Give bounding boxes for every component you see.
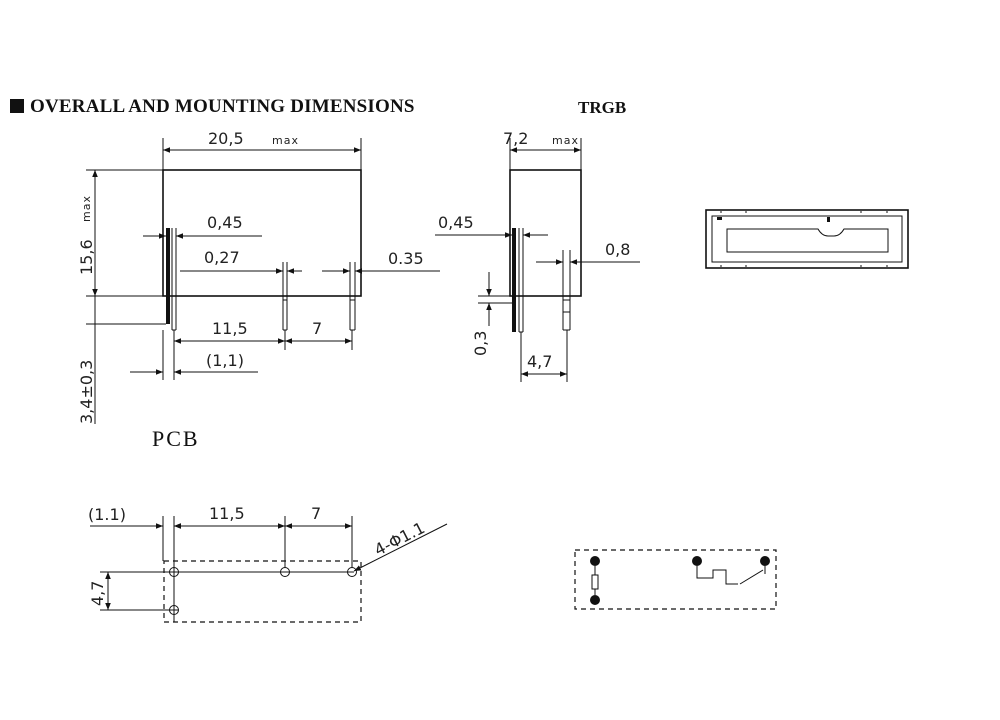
front-height-unit: max: [80, 195, 93, 222]
pcb-row-spacing: 4,7: [88, 581, 107, 606]
pcb-footprint-outline: [163, 560, 362, 623]
wiring-schematic: [574, 549, 777, 610]
front-pin-thickness-1: 0,45: [207, 213, 243, 232]
relay-top-outline: [705, 209, 909, 269]
model-label: TRGB: [578, 98, 627, 117]
side-pin-left: [512, 228, 516, 332]
schematic-outline: [574, 549, 777, 610]
relay-body-front: [162, 169, 362, 297]
switch-contact-icon: [739, 569, 764, 585]
front-pin-thickness-3: 0.35: [388, 249, 424, 268]
front-height-value: 15,6: [77, 239, 96, 275]
side-pin-width: 0,8: [605, 240, 630, 259]
bullet-square-icon: [10, 99, 24, 113]
contact-terminal-com: [692, 556, 702, 566]
side-width-value: 7,2: [503, 129, 528, 148]
front-pitch-1: 11,5: [212, 319, 248, 338]
section-title-text: OVERALL AND MOUNTING DIMENSIONS: [30, 96, 415, 117]
pcb-layout: (1.1) 11,5 7 4,7 4-Φ1.1: [88, 504, 448, 623]
front-pin-length: 3,4±0,3: [77, 360, 96, 424]
front-pitch-2: 7: [312, 319, 322, 338]
front-view: 20,5 max 15,6 max 3,4±0,3 0,45 0,27 0.35…: [77, 129, 440, 424]
front-offset: (1,1): [206, 351, 244, 370]
top-view: [705, 209, 909, 269]
coil-terminal-bottom: [590, 595, 600, 605]
side-pin-spacing: 4,7: [527, 352, 552, 371]
front-width-value: 20,5: [208, 129, 244, 148]
pcb-pitch-2: 7: [311, 504, 321, 523]
side-view: 7,2 max 0,45 0,8 0,3 4,7: [435, 129, 640, 382]
pcb-offset: (1.1): [88, 505, 126, 524]
front-pin-thickness-2: 0,27: [204, 248, 240, 267]
pcb-hole-spec: 4-Φ1.1: [371, 518, 428, 559]
side-standoff: 0,3: [471, 331, 490, 356]
coil-terminal-top: [590, 556, 600, 566]
front-width-unit: max: [272, 134, 299, 147]
pcb-pitch-1: 11,5: [209, 504, 245, 523]
pcb-label: PCB: [152, 426, 200, 451]
terminal-left: [166, 228, 170, 324]
side-pin-thickness: 0,45: [438, 213, 474, 232]
side-width-unit: max: [552, 134, 579, 147]
contact-terminal-no: [760, 556, 770, 566]
section-title: OVERALL AND MOUNTING DIMENSIONS: [10, 96, 415, 118]
coil-icon: [591, 574, 599, 590]
